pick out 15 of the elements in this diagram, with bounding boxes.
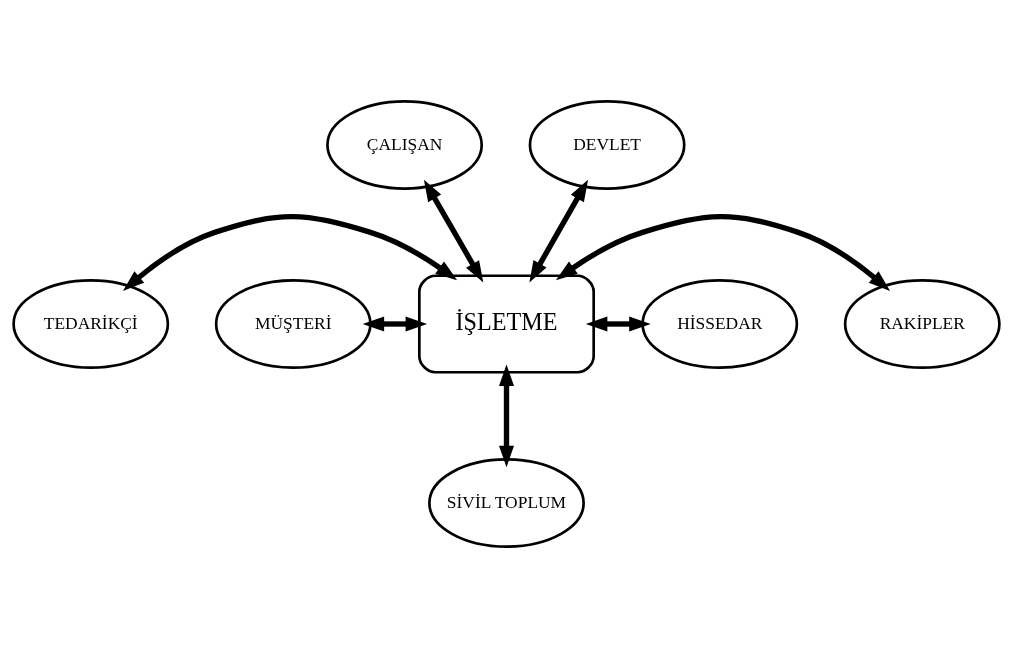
arrow — [423, 179, 484, 283]
node-ellipse: SİVİL TOPLUM — [428, 458, 585, 548]
arrow — [529, 179, 589, 283]
arrow — [585, 316, 651, 332]
node-box: İŞLETME — [418, 274, 595, 374]
node-ellipse: DEVLET — [528, 100, 686, 190]
arrow — [555, 213, 891, 291]
arrow — [362, 316, 428, 332]
node-ellipse: RAKİPLER — [843, 279, 1001, 369]
node-ellipse: MÜŞTERİ — [214, 279, 372, 369]
node-ellipse: ÇALIŞAN — [326, 100, 484, 190]
node-ellipse: HİSSEDAR — [641, 279, 799, 369]
node-ellipse: TEDARİKÇİ — [12, 279, 170, 369]
arrow — [498, 364, 515, 468]
arrow — [122, 213, 458, 291]
